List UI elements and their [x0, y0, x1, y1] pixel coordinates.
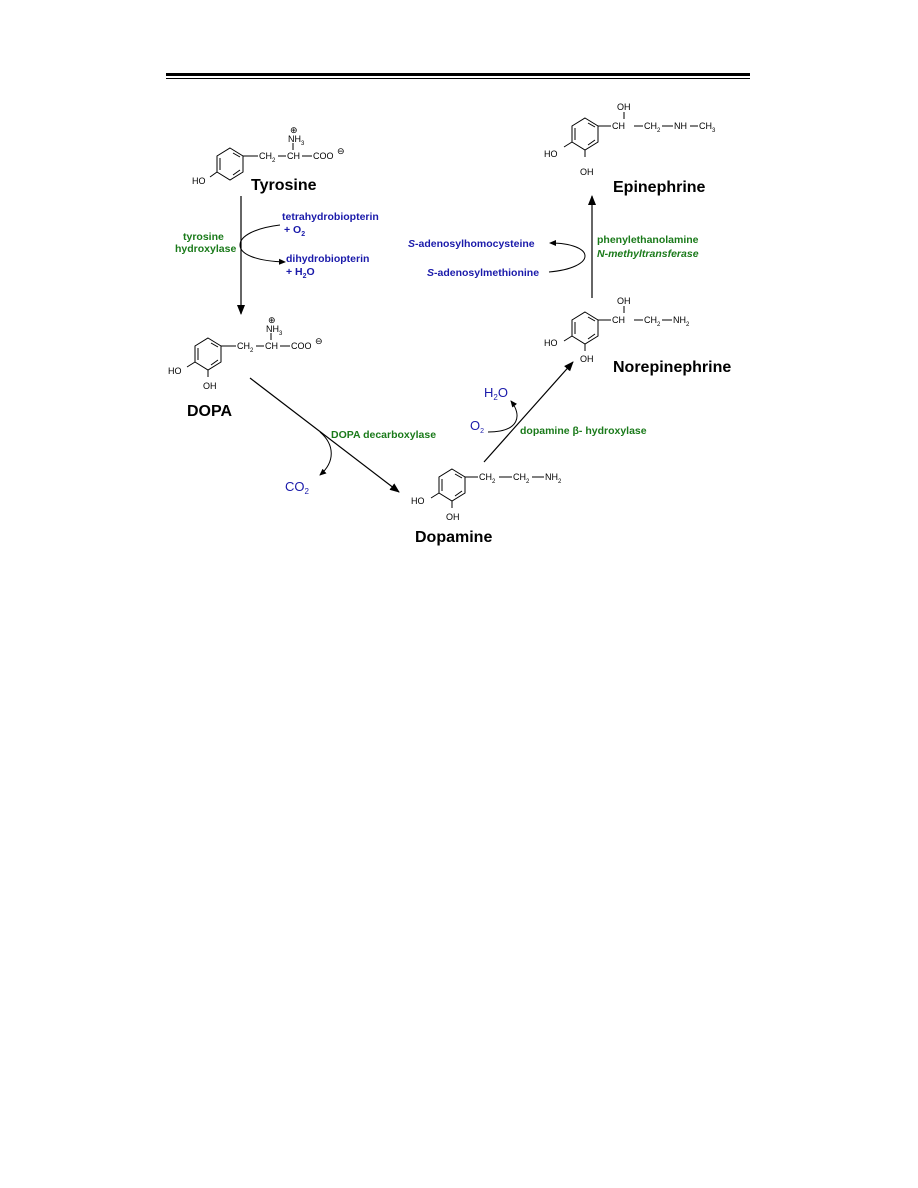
dopamine-oh: OH [446, 512, 460, 522]
enzyme-tyrosine-hydroxylase-line2: hydroxylase [175, 243, 236, 255]
dopa-plus: ⊕ [268, 315, 276, 325]
tyrosine-structure [209, 143, 312, 181]
dopamine-structure [430, 468, 512, 508]
dopamine-ch2-b: CH2 [513, 472, 530, 485]
dopa-oh: OH [203, 381, 217, 391]
cofactor-h2o: H2O [484, 385, 508, 402]
enzyme-pnmt-line1: phenylethanolamine [597, 234, 699, 246]
norepinephrine-label: Norepinephrine [613, 359, 731, 376]
dopa-ho: HO [168, 366, 182, 376]
norepinephrine-ho: HO [544, 338, 558, 348]
cofactor-arc-biopterin [239, 224, 286, 265]
tyrosine-label: Tyrosine [251, 177, 317, 194]
dopamine-ho: HO [411, 496, 425, 506]
enzyme-tyrosine-hydroxylase-line1: tyrosine [183, 231, 224, 243]
norepinephrine-structure [563, 306, 672, 351]
dopa-minus: ⊖ [315, 336, 323, 346]
cofactor-sam: S-adenosylmethionine [427, 267, 539, 279]
dopa-ch: CH [265, 341, 278, 351]
norepinephrine-ch2: CH2 [644, 315, 661, 328]
dopa-ch2: CH2 [237, 341, 254, 354]
norepinephrine-ch: CH [612, 315, 625, 325]
dopamine-nh2: NH2 [545, 472, 562, 485]
tyrosine-ch2: CH2 [259, 151, 276, 164]
top-rule-thin [166, 78, 750, 79]
tyrosine-plus: ⊕ [290, 125, 298, 135]
cofactor-sah: S-adenosylhomocysteine [408, 238, 535, 250]
tyrosine-coo: COO [313, 151, 334, 161]
epinephrine-ho: HO [544, 149, 558, 159]
epinephrine-structure [563, 112, 698, 157]
cofactor-o2-in: + O2 [284, 224, 305, 238]
epinephrine-oh: OH [580, 167, 594, 177]
dopa-structure [186, 333, 290, 377]
dopa-nh3: NH3 [266, 324, 283, 337]
dopa-coo: COO [291, 341, 312, 351]
cofactor-h2o-out: + H2O [286, 266, 315, 280]
cofactor-o2: O2 [470, 418, 484, 435]
norepinephrine-nh2: NH2 [673, 315, 690, 328]
epinephrine-ch2: CH2 [644, 121, 661, 134]
cofactor-dihydrobiopterin: dihydrobiopterin [286, 253, 369, 265]
top-rule-thick [166, 73, 750, 76]
tyrosine-nh3: NH3 [288, 134, 305, 147]
dopa-label: DOPA [187, 403, 232, 420]
epinephrine-oh-top: OH [617, 102, 631, 112]
norepinephrine-oh-top: OH [617, 296, 631, 306]
dopamine-ch2-a: CH2 [479, 472, 496, 485]
tyrosine-minus: ⊖ [337, 146, 345, 156]
epinephrine-ch3: CH3 [699, 121, 716, 134]
co2-release-arc [319, 431, 332, 476]
tyrosine-ch: CH [287, 151, 300, 161]
enzyme-dopa-decarboxylase: DOPA decarboxylase [331, 429, 436, 441]
cofactor-co2: CO2 [285, 479, 310, 496]
dopamine-label: Dopamine [415, 529, 492, 546]
epinephrine-label: Epinephrine [613, 179, 706, 196]
o2-h2o-arc [487, 400, 518, 433]
sam-sah-arc [548, 240, 586, 273]
tyrosine-ho: HO [192, 176, 206, 186]
norepinephrine-oh: OH [580, 354, 594, 364]
epinephrine-ch: CH [612, 121, 625, 131]
epinephrine-nh: NH [674, 121, 687, 131]
enzyme-dopamine-b-hydroxylase: dopamine β- hydroxylase [520, 425, 647, 437]
cofactor-tetrahydrobiopterin: tetrahydrobiopterin [282, 211, 379, 223]
arrow-dopamine-to-norepinephrine [483, 361, 574, 463]
arrow-dopa-to-dopamine [249, 377, 400, 493]
enzyme-pnmt-line2: N-methyltransferase [597, 248, 699, 260]
